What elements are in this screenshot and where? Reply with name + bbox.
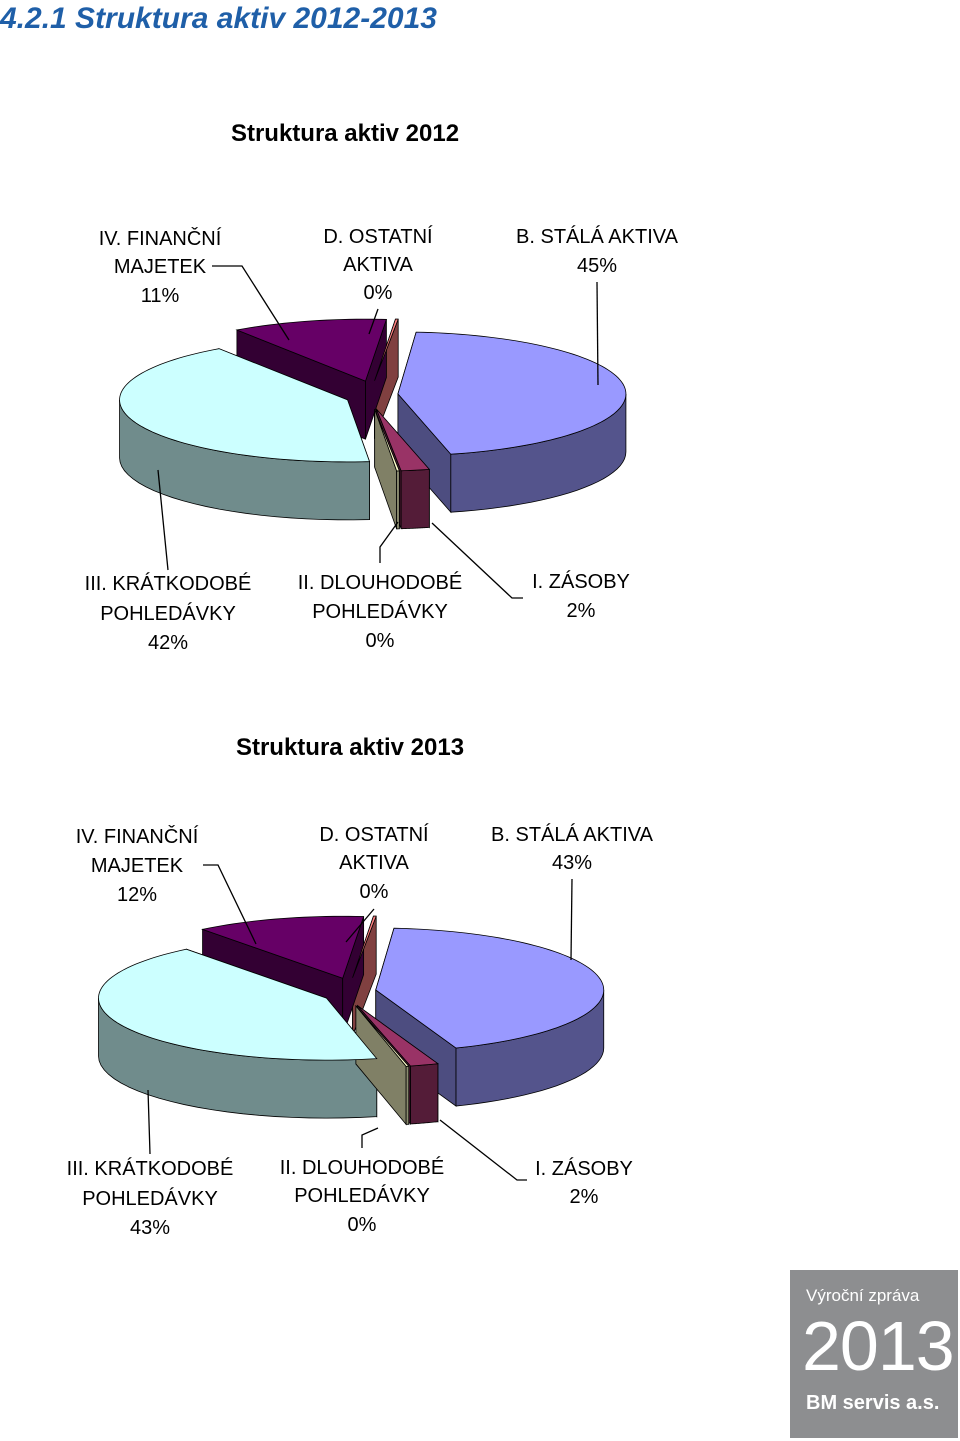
leader-line-i-zasoby [431, 522, 523, 599]
data-label-ii-dlouhodobe-pohledavky: 0% [348, 1214, 377, 1236]
annual-report-badge: Výroční zpráva 2013 BM servis a.s. [790, 1270, 958, 1438]
leader-line-d-ostatni-aktiva [345, 908, 375, 943]
slice-label-d-ostatni-aktiva: D. OSTATNÍ [323, 225, 433, 248]
pie-chart-2012: Struktura aktiv 2012 B. STÁLÁ AKTIVA 45% I.… [85, 120, 679, 654]
slice-wall-i-zasoby [410, 1063, 439, 1125]
data-label-iv-financni-majetek: 11% [141, 285, 180, 307]
slice-i-zasoby [376, 408, 431, 472]
slice-wall-ii-dlouhodobe-pohledavky [405, 1065, 410, 1125]
slice-wall-i-zasoby [400, 468, 430, 530]
leader-line-d-ostatni-aktiva [368, 308, 379, 335]
slice-label-iii-kratkodobe-pohledavky: III. KRÁTKODOBÉ [85, 572, 252, 595]
badge-caption: Výroční zpráva [806, 1286, 920, 1305]
leader-line-i-zasoby [439, 1119, 527, 1181]
slice-label-b-stala-aktiva: B. STÁLÁ AKTIVA [516, 225, 679, 248]
leader-line-b-stala-aktiva [596, 281, 599, 386]
badge-year: 2013 [802, 1307, 955, 1385]
slice-label-iv-financni-majetek: IV. FINANČNÍ [76, 825, 199, 848]
slice-iv-financni-majetek [201, 915, 365, 979]
slice-label-d-ostatni-aktiva: AKTIVA [339, 852, 409, 874]
data-label-iii-kratkodobe-pohledavky: 42% [148, 632, 188, 654]
data-label-iii-kratkodobe-pohledavky: 43% [130, 1217, 170, 1239]
pie-chart-2013: Struktura aktiv 2013 B. STÁLÁ AKTIVA 43% I.… [67, 734, 654, 1239]
slice-b-stala-aktiva [397, 331, 627, 455]
slice-label-ii-dlouhodobe-pohledavky: II. DLOUHODOBÉ [298, 571, 462, 594]
data-label-b-stala-aktiva: 43% [552, 852, 592, 874]
data-label-i-zasoby: 2% [570, 1186, 599, 1208]
slice-label-ii-dlouhodobe-pohledavky: II. DLOUHODOBÉ [280, 1156, 444, 1179]
slice-iii-kratkodobe-pohledavky [119, 348, 371, 463]
leader-line-iv-financni-majetek [203, 864, 257, 945]
slice-label-d-ostatni-aktiva: AKTIVA [343, 254, 413, 276]
slice-ii-dlouhodobe-pohledavky [374, 409, 400, 472]
leader-line-iii-kratkodobe-pohledavky [147, 1089, 151, 1155]
chart-title: Struktura aktiv 2012 [231, 120, 459, 147]
slice-label-ii-dlouhodobe-pohledavky: POHLEDÁVKY [294, 1184, 430, 1207]
leader-line-iv-financni-majetek [212, 265, 290, 341]
leader-line-b-stala-aktiva [570, 878, 573, 961]
slice-label-i-zasoby: I. ZÁSOBY [532, 570, 630, 593]
slice-iv-financni-majetek [235, 318, 387, 382]
data-label-i-zasoby: 2% [567, 600, 596, 622]
leader-line-ii-dlouhodobe-pohledavky [379, 521, 399, 563]
data-label-b-stala-aktiva: 45% [577, 255, 617, 277]
page-heading: 4.2.1 Struktura aktiv 2012-2013 [0, 2, 437, 35]
leader-line-iii-kratkodobe-pohledavky [157, 469, 169, 571]
slice-d-ostatni-aktiva [374, 318, 399, 381]
data-label-d-ostatni-aktiva: 0% [364, 282, 393, 304]
slice-ii-dlouhodobe-pohledavky [355, 1005, 410, 1067]
badge-company: BM servis a.s. [806, 1392, 940, 1414]
data-label-iv-financni-majetek: 12% [117, 884, 157, 906]
slice-label-iv-financni-majetek: IV. FINANČNÍ [99, 227, 222, 250]
slice-wall-ii-dlouhodobe-pohledavky [396, 470, 400, 530]
data-label-ii-dlouhodobe-pohledavky: 0% [366, 630, 395, 652]
slice-b-stala-aktiva [375, 927, 605, 1049]
slice-d-ostatni-aktiva [352, 915, 377, 978]
slice-label-iii-kratkodobe-pohledavky: POHLEDÁVKY [82, 1187, 218, 1210]
slice-i-zasoby [357, 1005, 439, 1067]
leader-line-ii-dlouhodobe-pohledavky [361, 1127, 379, 1148]
slice-label-iv-financni-majetek: MAJETEK [114, 256, 207, 278]
slice-label-i-zasoby: I. ZÁSOBY [535, 1157, 633, 1180]
slice-label-iv-financni-majetek: MAJETEK [91, 855, 184, 877]
slice-label-b-stala-aktiva: B. STÁLÁ AKTIVA [491, 823, 654, 846]
slice-label-ii-dlouhodobe-pohledavky: POHLEDÁVKY [312, 600, 448, 623]
slice-iii-kratkodobe-pohledavky [98, 948, 378, 1061]
slice-label-iii-kratkodobe-pohledavky: POHLEDÁVKY [100, 602, 236, 625]
chart-title: Struktura aktiv 2013 [236, 734, 464, 761]
data-label-d-ostatni-aktiva: 0% [360, 881, 389, 903]
slice-label-iii-kratkodobe-pohledavky: III. KRÁTKODOBÉ [67, 1157, 234, 1180]
slice-label-d-ostatni-aktiva: D. OSTATNÍ [319, 823, 429, 846]
